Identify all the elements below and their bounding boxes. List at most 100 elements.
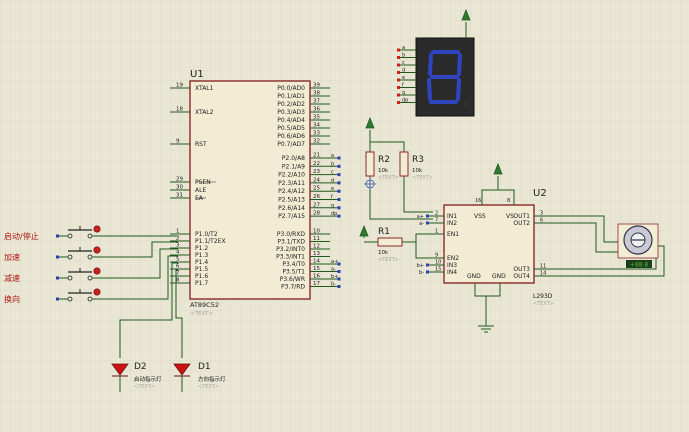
u1-pin-name: P0.4/AD4 — [277, 117, 305, 124]
resistor-r1[interactable]: R1 10k <TEXT> — [377, 227, 403, 263]
segment-pin-c[interactable]: c — [397, 60, 416, 67]
resistor-r2[interactable]: R2 10k <TEXT> — [365, 151, 399, 181]
probe-marker[interactable] — [364, 178, 376, 190]
u1-pin-number: 3 — [176, 243, 180, 249]
net-terminal — [337, 262, 341, 266]
net-terminal — [337, 189, 341, 193]
net-label: a- — [331, 267, 336, 273]
switch-contact — [67, 233, 73, 239]
segment-pin-e[interactable]: e — [397, 75, 416, 82]
resistor-r3-ref: R3 — [412, 155, 424, 165]
motor-readout: +88.8 — [630, 262, 649, 269]
u1-pin-name: P1.3 — [195, 252, 208, 259]
push-button-2[interactable]: 减速 — [4, 267, 101, 283]
u1-pin-number: 13 — [313, 251, 320, 257]
u1-pin-name: P0.1/AD1 — [277, 93, 305, 100]
u1-pin-number: 28 — [313, 211, 320, 217]
dc-motor[interactable]: +88.8 — [617, 223, 659, 269]
u1-ref: U1 — [190, 69, 204, 80]
u1-pin-name: P2.2/A10 — [278, 172, 305, 179]
led-d1[interactable]: D1 方向指示灯 <TEXT> — [173, 362, 226, 392]
u1-pin-number: 26 — [313, 194, 320, 200]
resistor-r3[interactable]: R3 10k <TEXT> — [399, 151, 433, 181]
segment-label: dp — [402, 98, 408, 104]
segment-pin-g[interactable]: g — [397, 90, 416, 97]
u1-pin-number: 33 — [313, 131, 320, 137]
u2-top-pin-number: 8 — [507, 198, 510, 204]
segment-pin-f[interactable]: f — [397, 83, 416, 90]
u1-pin-4[interactable]: 4 P1.3 — [170, 250, 208, 260]
segment-terminal — [397, 56, 400, 59]
push-button-1[interactable]: 加速 — [4, 246, 101, 262]
segment-pin-dp[interactable]: dp — [397, 98, 416, 105]
led-d2[interactable]: D2 启动指示灯 <TEXT> — [111, 362, 162, 392]
segment-pin-a[interactable]: a — [397, 45, 416, 52]
u1-pin-name: RST — [195, 141, 207, 148]
push-button-0[interactable]: 启动/停止 — [4, 225, 101, 241]
u1-pin-number: 24 — [313, 177, 320, 183]
u1-pin-number: 18 — [176, 107, 183, 113]
u1-pin-number: 10 — [313, 229, 320, 235]
u2-pin-name: OUT3 — [513, 266, 530, 273]
u1-pin-name: P3.5/T1 — [282, 269, 305, 276]
segment-pin-b[interactable]: b — [397, 53, 416, 60]
switch-button-cap — [93, 267, 101, 275]
u1-pin-number: 4 — [176, 250, 180, 256]
segment-terminal — [397, 63, 400, 67]
segment-pin-d[interactable]: d — [397, 68, 416, 75]
net-label: d — [331, 178, 334, 184]
push-button-3[interactable]: 换向 — [4, 288, 101, 304]
